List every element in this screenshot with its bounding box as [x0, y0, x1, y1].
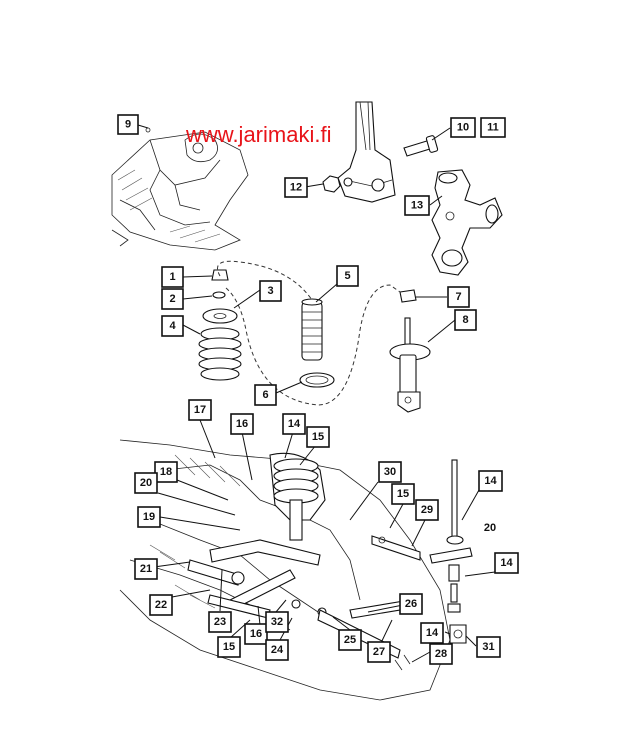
knuckle-illustration	[431, 169, 503, 276]
bolt-illustration	[403, 135, 439, 157]
callout-8: 8	[454, 309, 477, 331]
svg-text:10: 10	[457, 122, 469, 134]
callout-30: 30	[378, 461, 402, 483]
callout-4: 4	[161, 315, 184, 337]
callout-32: 32	[265, 611, 289, 633]
callout-16-upper: 16	[230, 413, 254, 435]
svg-text:23: 23	[214, 616, 226, 628]
callout-25: 25	[338, 629, 362, 651]
svg-text:13: 13	[411, 200, 423, 212]
callout-14-right-lower: 14	[494, 552, 519, 574]
svg-text:25: 25	[344, 634, 356, 646]
svg-text:16: 16	[250, 628, 262, 640]
svg-text:30: 30	[384, 466, 396, 478]
coil-spring-illustration	[198, 327, 242, 381]
callout-15-upper: 15	[306, 426, 330, 448]
callout-6: 6	[254, 384, 277, 406]
callout-19: 19	[137, 506, 161, 528]
assembly-relation-line-2	[217, 260, 313, 301]
rear-suspension-installed-illustration	[119, 439, 451, 701]
svg-text:29: 29	[421, 504, 433, 516]
callout-7: 7	[447, 286, 470, 308]
label-20-right: 20	[484, 522, 496, 534]
callout-5: 5	[336, 265, 359, 287]
svg-text:14: 14	[426, 627, 439, 639]
callout-10: 10	[450, 117, 476, 138]
svg-text:22: 22	[155, 599, 167, 611]
svg-text:9: 9	[125, 119, 131, 131]
callout-14-upper: 14	[282, 413, 306, 435]
callout-27: 27	[367, 641, 391, 663]
svg-text:1: 1	[169, 271, 175, 283]
svg-text:14: 14	[484, 475, 497, 487]
callout-29: 29	[415, 499, 439, 521]
svg-text:15: 15	[397, 488, 409, 500]
body-strut-tower-illustration	[111, 127, 249, 251]
svg-text:26: 26	[405, 598, 417, 610]
svg-text:21: 21	[140, 563, 152, 575]
callout-9: 9	[117, 114, 139, 135]
svg-text:11: 11	[487, 122, 499, 134]
strut-assembly-illustration	[389, 317, 431, 413]
washer-illustration	[212, 291, 226, 299]
watermark-text: www.jarimaki.fi	[185, 122, 331, 147]
svg-text:2: 2	[169, 293, 175, 305]
svg-text:17: 17	[194, 404, 206, 416]
svg-text:3: 3	[267, 285, 273, 297]
callout-17: 17	[188, 399, 212, 421]
callout-12: 12	[284, 177, 308, 198]
svg-text:8: 8	[462, 314, 468, 326]
callout-24: 24	[265, 639, 289, 661]
callout-22: 22	[149, 594, 173, 616]
callout-23: 23	[208, 611, 232, 633]
callout-13: 13	[404, 195, 430, 216]
svg-text:4: 4	[169, 320, 176, 332]
callout-3: 3	[259, 280, 282, 302]
callout-28: 28	[429, 643, 453, 665]
callout-2: 2	[161, 288, 184, 310]
isolator-illustration	[399, 289, 417, 303]
assembly-relation-line	[225, 284, 401, 406]
callout-15-lower-left: 15	[217, 636, 241, 658]
svg-text:12: 12	[290, 182, 302, 194]
svg-text:19: 19	[143, 511, 155, 523]
callout-11: 11	[480, 117, 506, 138]
callout-31: 31	[476, 636, 501, 658]
nut-illustration	[322, 175, 341, 193]
callout-15-right: 15	[391, 483, 415, 505]
svg-text:7: 7	[455, 291, 461, 303]
jounce-bumper-illustration	[299, 372, 335, 388]
svg-text:6: 6	[262, 389, 268, 401]
svg-text:15: 15	[223, 641, 235, 653]
callout-16-lower: 16	[244, 623, 268, 645]
callout-20-left: 20	[134, 472, 158, 494]
sway-bar-link-illustration	[429, 459, 473, 644]
svg-text:16: 16	[236, 418, 248, 430]
leader-lines	[137, 124, 496, 663]
callout-26: 26	[399, 593, 423, 615]
svg-text:5: 5	[344, 270, 350, 282]
svg-text:20: 20	[140, 477, 152, 489]
svg-text:24: 24	[271, 644, 284, 656]
svg-text:28: 28	[435, 648, 447, 660]
callout-14-bottom: 14	[420, 622, 444, 644]
svg-text:15: 15	[312, 431, 324, 443]
svg-text:32: 32	[271, 616, 283, 628]
strut-lower-bracket-illustration	[337, 101, 396, 203]
svg-text:31: 31	[482, 641, 494, 653]
callout-14-right-upper: 14	[478, 470, 503, 492]
upper-spring-seat-illustration	[202, 308, 238, 324]
svg-text:14: 14	[288, 418, 301, 430]
callout-1: 1	[161, 266, 184, 288]
dust-boot-illustration	[301, 298, 323, 361]
svg-text:18: 18	[160, 466, 172, 478]
callout-18: 18	[154, 461, 178, 483]
svg-text:27: 27	[373, 646, 385, 658]
callout-21: 21	[134, 558, 158, 580]
svg-text:14: 14	[500, 557, 513, 569]
